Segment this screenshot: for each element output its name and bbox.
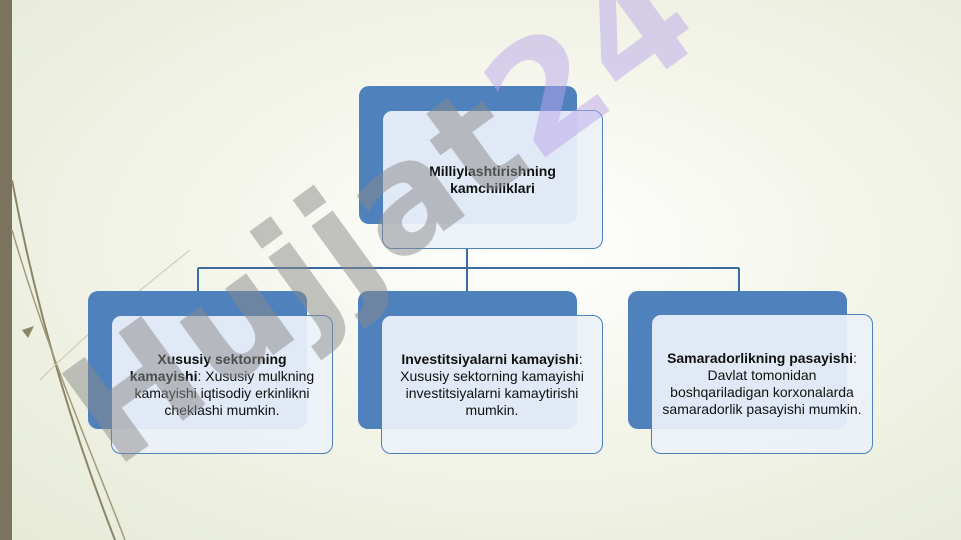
child-node-3: Samaradorlikning pasayishi: Davlat tomon… [651, 314, 873, 454]
child-node-2: Investitsiyalarni kamayishi: Xususiy sek… [381, 315, 603, 454]
child-node-3-title: Samaradorlikning pasayishi [667, 350, 854, 366]
root-node-label: Milliylashtirishning kamchiliklari [429, 162, 556, 196]
left-accent-bar [0, 0, 12, 540]
child-node-2-title: Investitsiyalarni kamayishi [401, 350, 579, 367]
child-node-3-text: : Davlat tomonidan boshqariladigan korxo… [662, 350, 862, 417]
child-node-1: Xususiy sektorning kamayishi: Xususiy mu… [111, 315, 333, 454]
child-node-1-text: : Xususiy mulkning kamayishi iqtisodiy e… [134, 367, 315, 418]
child-node-1-title: Xususiy sektorning kamayishi [129, 350, 287, 384]
child-node-2-text: : Xususiy sektorning kamayishi investits… [400, 350, 584, 418]
root-node: Milliylashtirishning kamchiliklari [382, 110, 603, 249]
arrow-marker-icon [22, 326, 34, 338]
